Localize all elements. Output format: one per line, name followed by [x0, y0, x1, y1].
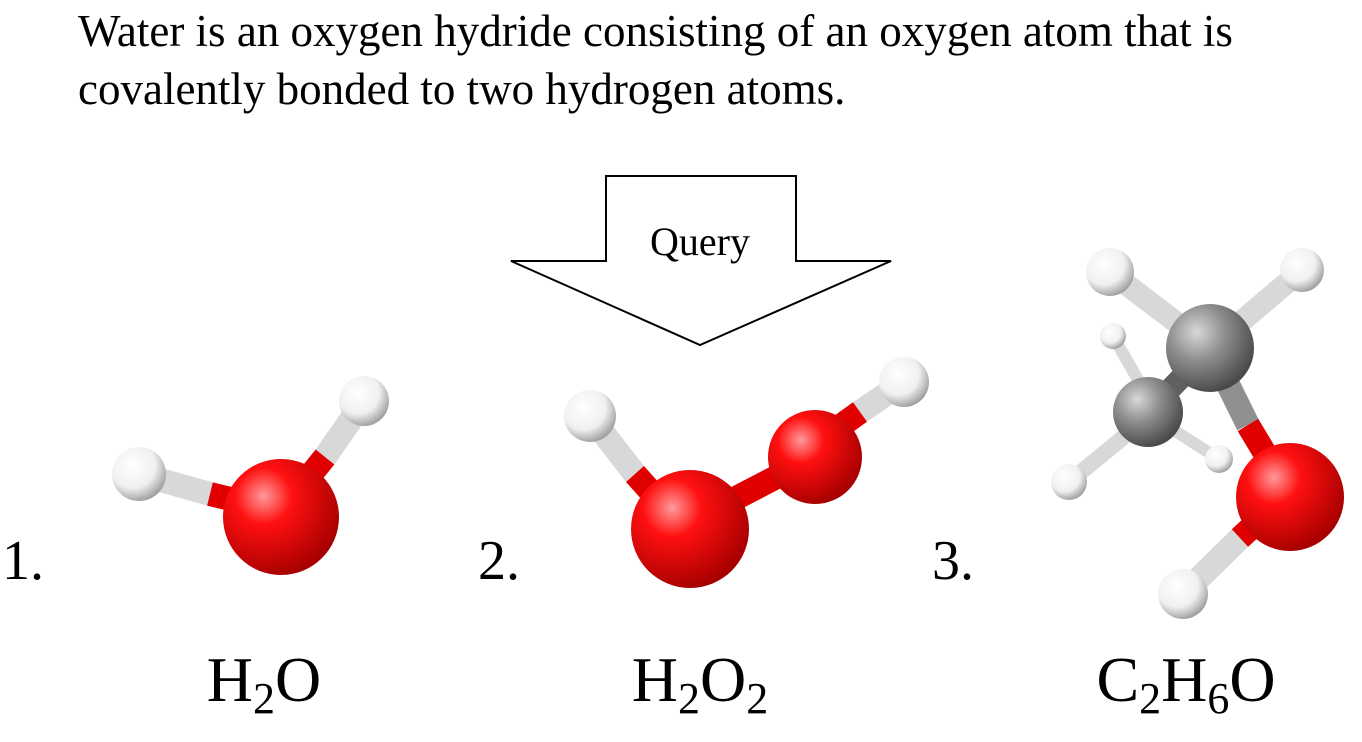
caption-text: Water is an oxygen hydride consisting of… — [78, 6, 1233, 114]
oxygen-atom — [768, 410, 862, 504]
oxygen-atom — [631, 470, 749, 588]
hydrogen-atom — [1086, 248, 1134, 296]
hydrogen-atom — [339, 376, 389, 426]
candidate-1-number: 1. — [2, 530, 44, 592]
query-label: Query — [650, 219, 750, 264]
oxygen-atom — [1236, 443, 1344, 551]
formula-element: O — [700, 644, 747, 715]
candidate-3-number: 3. — [932, 530, 974, 592]
hydrogen-atom — [1205, 445, 1233, 473]
formula-subscript: 2 — [678, 674, 700, 723]
hydrogen-atom — [1100, 323, 1126, 349]
formula-subscript: 2 — [746, 674, 769, 723]
hydrogen-atom — [112, 447, 166, 501]
formula-element: C — [1096, 644, 1140, 715]
query-arrow — [510, 175, 892, 347]
molecule-3-ethanol — [1051, 248, 1344, 619]
formula-subscript: 6 — [1207, 674, 1230, 723]
formula-element: H — [206, 644, 253, 715]
hydrogen-atom — [1280, 248, 1324, 292]
formula-element: O — [275, 644, 322, 715]
molecule-2-hydrogen-peroxide — [564, 357, 929, 588]
carbon-atom — [1166, 304, 1254, 392]
candidate-1-formula: H2O — [114, 640, 414, 723]
formula-subscript: 2 — [253, 674, 275, 723]
carbon-atom — [1113, 377, 1183, 447]
formula-element: H — [631, 644, 678, 715]
candidate-3-formula: C2H6O — [1036, 640, 1336, 723]
molecule-1-water — [112, 376, 389, 575]
hydrogen-atom — [879, 357, 929, 407]
formula-element: H — [1161, 644, 1208, 715]
hydrogen-atom — [564, 390, 616, 442]
formula-element: O — [1229, 644, 1276, 715]
candidate-2-number: 2. — [478, 530, 520, 592]
hydrogen-atom — [1158, 569, 1208, 619]
oxygen-atom — [223, 459, 339, 575]
hydrogen-atom — [1051, 464, 1087, 500]
formula-subscript: 2 — [1139, 674, 1162, 723]
candidate-2-formula: H2O2 — [550, 640, 850, 723]
